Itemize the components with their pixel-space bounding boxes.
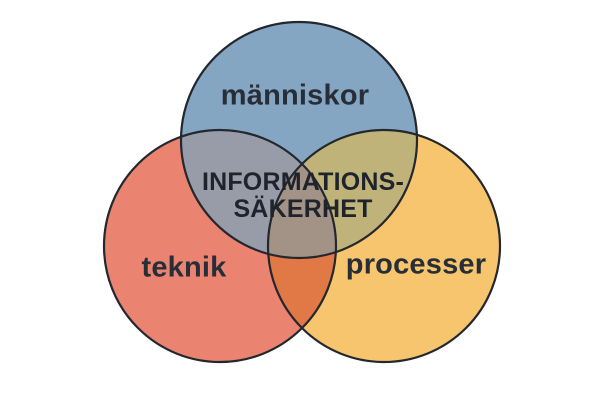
outline-process	[266, 128, 502, 364]
center-title-line2: SÄKERHET	[233, 195, 373, 223]
circle-label-people: människor	[220, 79, 370, 112]
circle-label-tech: teknik	[141, 251, 227, 284]
outline-people	[179, 20, 419, 260]
circle-label-process: processer	[345, 248, 487, 281]
center-title-line1: INFORMATIONS-	[201, 168, 405, 196]
outline-tech	[102, 128, 338, 364]
center-title: INFORMATIONS- SÄKERHET	[202, 169, 404, 223]
